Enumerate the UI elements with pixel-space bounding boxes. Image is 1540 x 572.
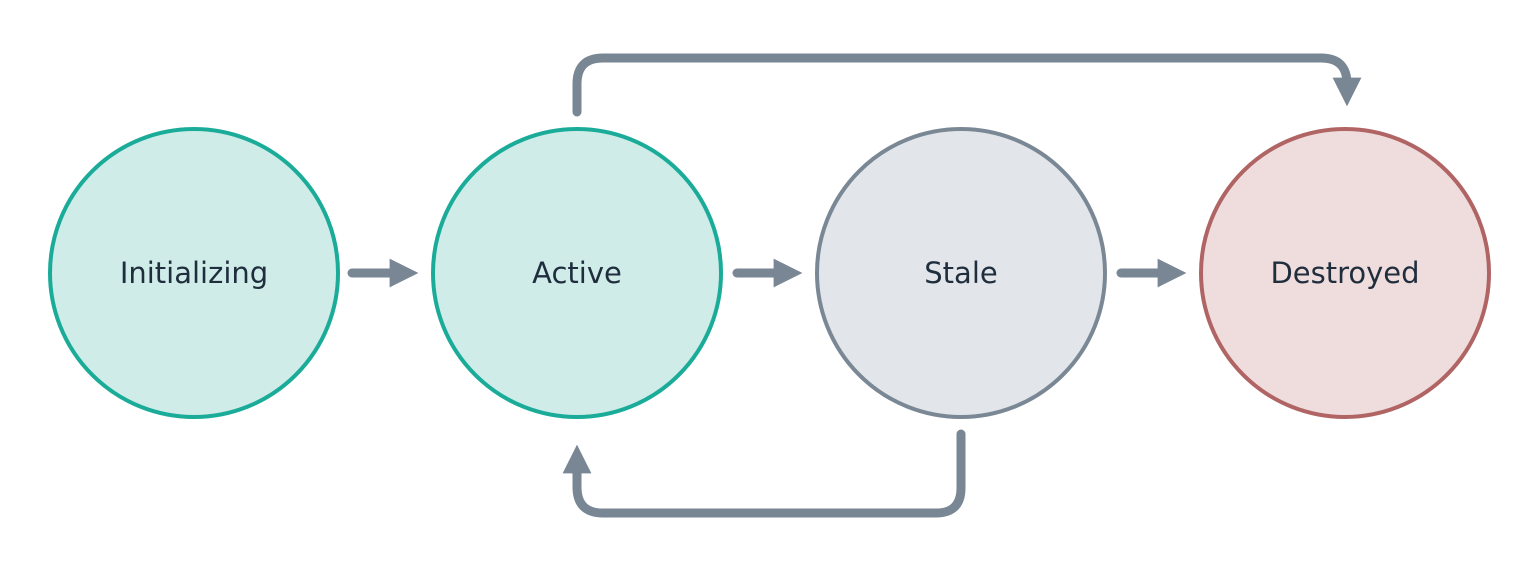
edge-active-to-destroyed — [572, 53, 1362, 117]
node-destroyed[interactable]: Destroyed — [1199, 127, 1491, 419]
edges — [347, 53, 1362, 518]
node-destroyed-label: Destroyed — [1270, 256, 1419, 290]
node-active-label: Active — [532, 256, 622, 290]
edge-stale-to-active — [562, 429, 966, 518]
node-initializing-circle — [48, 127, 340, 419]
node-stale-circle — [815, 127, 1107, 419]
node-initializing-label: Initializing — [120, 256, 268, 290]
node-active-circle — [431, 127, 723, 419]
node-stale-label: Stale — [924, 256, 997, 290]
node-stale[interactable]: Stale — [815, 127, 1107, 419]
node-destroyed-circle — [1199, 127, 1491, 419]
node-active[interactable]: Active — [431, 127, 723, 419]
node-initializing[interactable]: Initializing — [48, 127, 340, 419]
